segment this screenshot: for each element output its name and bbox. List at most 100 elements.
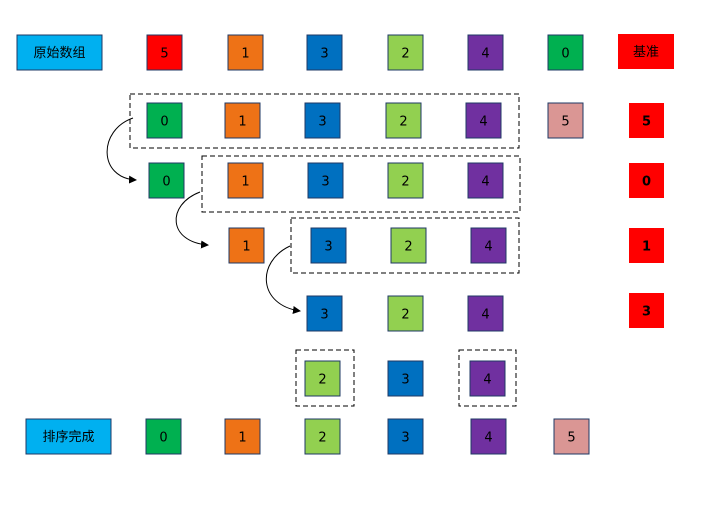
- cell-value: 0: [561, 47, 569, 62]
- arrow-pass-1-to-2: [106, 117, 137, 184]
- cell-sorted-4: 4: [470, 418, 507, 455]
- cell-box: [227, 162, 264, 199]
- cell-pass-4-0: 3: [306, 295, 343, 332]
- cell-original-3: 2: [387, 34, 424, 71]
- partition-pass-1: [129, 93, 520, 149]
- pivot-box: [629, 228, 664, 263]
- cell-box: [224, 418, 261, 455]
- cell-value: 1: [241, 175, 249, 190]
- pivot-pass-2: 0: [629, 163, 664, 198]
- cell-sorted-0: 0: [145, 418, 182, 455]
- cell-box: [228, 227, 265, 264]
- cell-value: 2: [401, 308, 409, 323]
- cell-box: [304, 418, 341, 455]
- pivot-pass-4: 3: [629, 293, 664, 328]
- cell-box: [306, 295, 343, 332]
- cell-value: 3: [401, 373, 409, 388]
- cell-value: 4: [484, 240, 492, 255]
- cell-sorted-5: 5: [553, 418, 590, 455]
- cell-box: [224, 102, 261, 139]
- cell-sorted-1: 1: [224, 418, 261, 455]
- cell-box: [387, 162, 424, 199]
- cell-pass-2-2: 3: [307, 162, 344, 199]
- cell-box: [470, 418, 507, 455]
- cell-value: 4: [481, 308, 489, 323]
- cell-value: 4: [481, 47, 489, 62]
- cell-box: [307, 162, 344, 199]
- cell-value: 3: [318, 115, 326, 130]
- cell-value: 3: [324, 240, 332, 255]
- cell-box: [306, 34, 343, 71]
- label-original-array: 原始数组: [16, 34, 103, 71]
- label-original-text: 原始数组: [33, 46, 85, 61]
- cell-pass-2-0: 0: [148, 162, 185, 199]
- cell-value: 4: [481, 175, 489, 190]
- cell-original-0: 5: [146, 34, 183, 71]
- cell-box: [387, 295, 424, 332]
- cell-value: 3: [320, 47, 328, 62]
- pivot-value: 3: [642, 305, 651, 320]
- cell-value: 2: [404, 240, 412, 255]
- cell-box: [547, 102, 584, 139]
- pivot-header: 基准: [618, 34, 674, 69]
- cell-box: [467, 34, 504, 71]
- cell-pass-5-2: 4: [469, 360, 506, 397]
- pivot-pass-1: 5: [629, 103, 664, 138]
- cell-pass-1-3: 2: [385, 102, 422, 139]
- cell-original-2: 3: [306, 34, 343, 71]
- cell-box: [467, 162, 504, 199]
- cell-pass-2-3: 2: [387, 162, 424, 199]
- cell-value: 2: [318, 373, 326, 388]
- cell-sorted-3: 3: [387, 418, 424, 455]
- cell-pass-4-2: 4: [467, 295, 504, 332]
- cell-box: [146, 34, 183, 71]
- partition-pass-3: [290, 217, 520, 274]
- cell-box: [304, 360, 341, 397]
- pivot-box: [629, 163, 664, 198]
- cell-value: 3: [401, 431, 409, 446]
- cell-box: [469, 360, 506, 397]
- label-sorted-text: 排序完成: [42, 430, 94, 445]
- cell-pass-5-0: 2: [304, 360, 341, 397]
- pivot-pass-3: 1: [629, 228, 664, 263]
- cell-pass-3-2: 2: [390, 227, 427, 264]
- cell-pass-3-3: 4: [470, 227, 507, 264]
- cell-sorted-2: 2: [304, 418, 341, 455]
- cell-value: 2: [401, 175, 409, 190]
- cell-box: [387, 418, 424, 455]
- cell-pass-4-1: 2: [387, 295, 424, 332]
- cell-box: [553, 418, 590, 455]
- cell-box: [387, 360, 424, 397]
- cell-value: 4: [483, 373, 491, 388]
- cell-value: 4: [484, 431, 492, 446]
- cell-value: 1: [242, 240, 250, 255]
- cell-value: 1: [238, 115, 246, 130]
- cell-value: 3: [320, 308, 328, 323]
- cell-pass-5-1: 3: [387, 360, 424, 397]
- cell-box: [387, 34, 424, 71]
- cell-box: [148, 162, 185, 199]
- cell-box: [467, 295, 504, 332]
- partition-outlines: [129, 93, 521, 407]
- cell-value: 1: [241, 47, 249, 62]
- cell-box: [547, 34, 584, 71]
- cell-original-5: 0: [547, 34, 584, 71]
- partition-right-4: [458, 349, 517, 407]
- cell-pass-1-0: 0: [146, 102, 183, 139]
- cell-value: 2: [399, 115, 407, 130]
- cell-pass-2-4: 4: [467, 162, 504, 199]
- cell-pass-1-5: 5: [547, 102, 584, 139]
- cell-value: 0: [160, 115, 168, 130]
- pivot-box: [629, 293, 664, 328]
- pivot-value: 1: [642, 240, 651, 255]
- cell-box: [465, 102, 502, 139]
- cell-value: 0: [162, 175, 170, 190]
- cell-value: 5: [160, 47, 168, 62]
- cell-value: 3: [321, 175, 329, 190]
- cell-box: [145, 418, 182, 455]
- cell-pass-1-2: 3: [304, 102, 341, 139]
- partition-pass-2: [201, 155, 521, 213]
- arrow-pass-3-to-4: [266, 245, 301, 314]
- pivot-header-text: 基准: [633, 45, 659, 60]
